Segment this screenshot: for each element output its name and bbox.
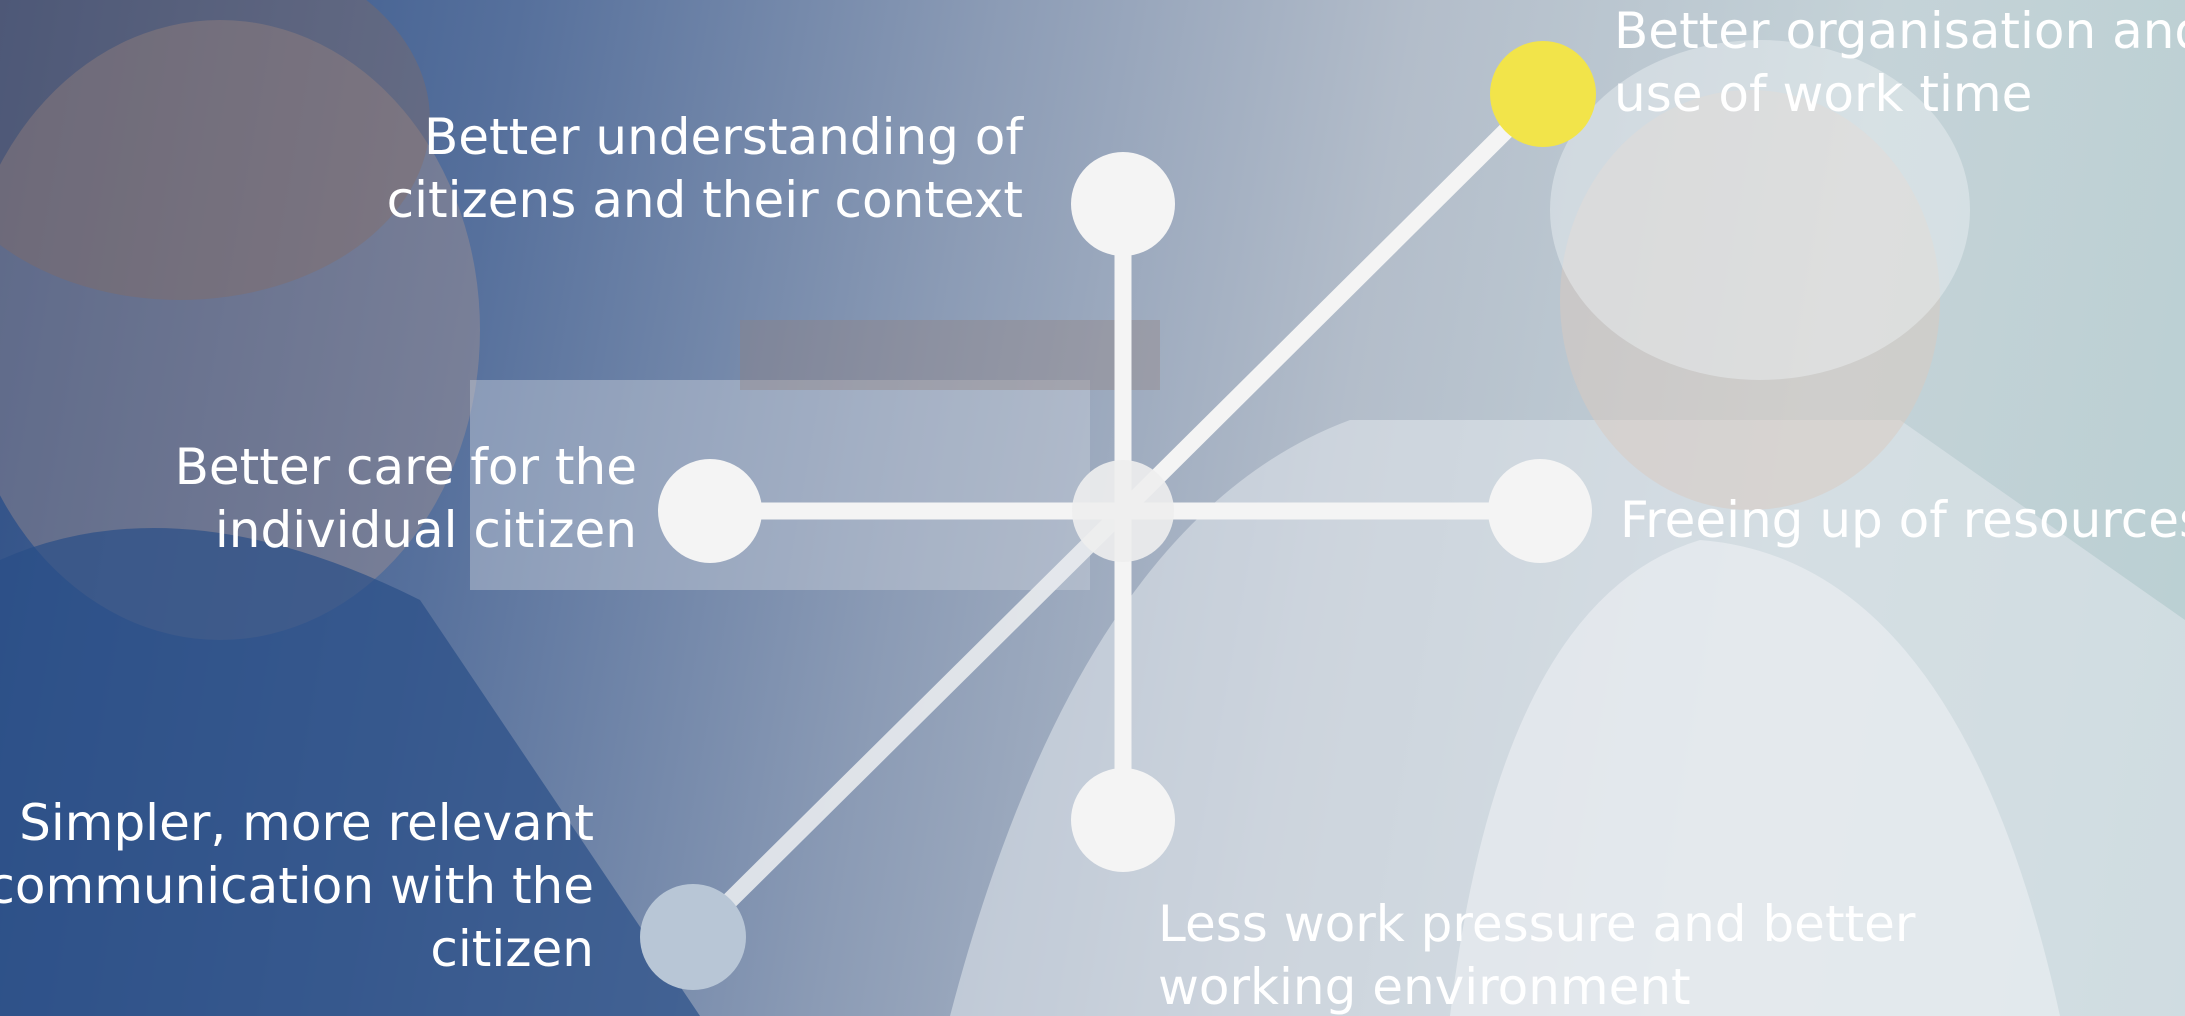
label-bottom-line-2: working environment	[1158, 958, 1691, 1016]
label-bottom-left: Simpler, more relevant communication wit…	[0, 792, 594, 981]
node-bottom	[1071, 768, 1175, 872]
label-bottom-line-1: Less work pressure and better	[1158, 895, 1916, 953]
label-top-right-line-2: use of work time	[1614, 65, 2033, 123]
node-top	[1071, 152, 1175, 256]
node-bottom-left	[640, 884, 746, 990]
label-left-line-1: Better care for the	[174, 438, 637, 496]
connector-bottom-left	[684, 502, 1132, 946]
label-top-line-1: Better understanding of	[423, 108, 1023, 166]
label-right-line-1: Freeing up of resources	[1620, 491, 2185, 549]
label-left: Better care for the individual citizen	[175, 436, 637, 562]
center-node	[1072, 460, 1174, 562]
label-right: Freeing up of resources	[1620, 489, 2185, 552]
label-bottom-left-line-1: Simpler, more relevant	[19, 794, 594, 852]
label-top-line-2: citizens and their context	[386, 171, 1023, 229]
label-bottom-left-line-2: communication with the	[0, 857, 594, 915]
node-left	[658, 459, 762, 563]
label-top: Better understanding of citizens and the…	[387, 106, 1023, 232]
connector-top-right	[1117, 87, 1549, 518]
label-top-right: Better organisation and use of work time	[1614, 0, 2185, 126]
label-bottom: Less work pressure and better working en…	[1158, 893, 1915, 1016]
node-top-right	[1490, 41, 1596, 147]
label-left-line-2: individual citizen	[214, 501, 637, 559]
label-bottom-left-line-3: citizen	[430, 920, 594, 978]
label-top-right-line-1: Better organisation and	[1614, 2, 2185, 60]
node-right	[1488, 459, 1592, 563]
